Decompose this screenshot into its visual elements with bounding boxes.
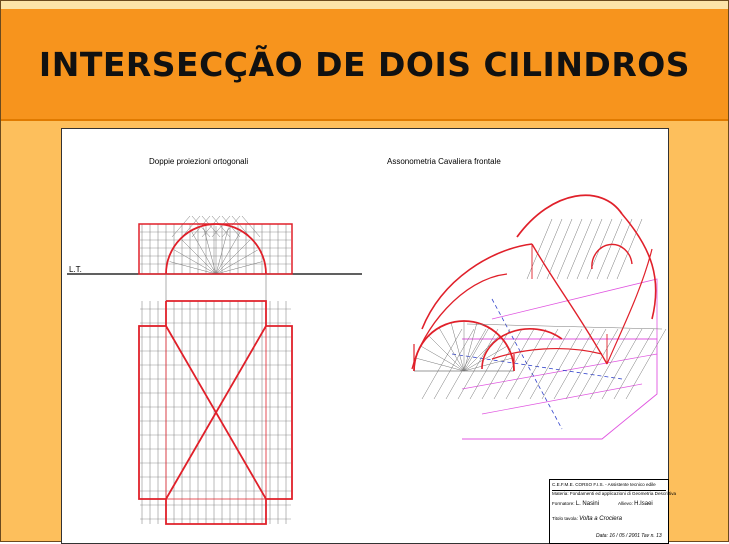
- arch-radial-line: [174, 249, 217, 275]
- title-block-line2: Materia: Fondamenti ed applicazioni di G…: [552, 490, 677, 496]
- axon-groin-edge: [606, 248, 653, 365]
- axon-hatch-line: [421, 328, 463, 400]
- axon-arch-radial: [463, 357, 513, 372]
- arch-radial-line: [181, 239, 217, 275]
- axon-arch-radial: [463, 322, 478, 372]
- left-caption: Doppie proiezioni ortogonali: [149, 157, 249, 166]
- axon-arch-radial: [415, 357, 465, 372]
- axon-groin-edge: [491, 347, 603, 360]
- axon-hatch-line: [505, 328, 547, 400]
- allievo-label: Allievo:: [618, 501, 633, 506]
- axon-small-arch: [591, 243, 633, 270]
- arch-hatch-line: [241, 215, 261, 238]
- axon-hatch-line: [541, 328, 583, 400]
- cavalier-axonometry: [411, 194, 667, 440]
- arch-hatch-line: [181, 215, 201, 238]
- axon-arch-radial: [463, 327, 490, 372]
- axon-hatch-line: [526, 218, 553, 280]
- axon-hatch-line: [457, 328, 499, 400]
- allievo-value: H.Isaei: [634, 501, 653, 507]
- axon-vault-edge: [411, 273, 508, 370]
- arch-radial-line: [215, 239, 251, 275]
- axon-hatch-line: [536, 218, 563, 280]
- arch-hatch-line: [201, 215, 221, 238]
- axon-box-line: [481, 383, 643, 415]
- titolo-label: Titolo tavola:: [552, 516, 578, 521]
- axon-hatch-line: [433, 328, 475, 400]
- axon-hatch-line: [596, 218, 623, 280]
- axon-hatch-line: [553, 328, 595, 400]
- axon-hatch-line: [589, 328, 631, 400]
- axon-groin-edge: [531, 243, 608, 365]
- title-band: INTERSECÇÃO DE DOIS CILINDROS: [1, 1, 728, 121]
- axon-hatch-line: [625, 328, 667, 400]
- arch-radial-line: [191, 232, 217, 275]
- arch-hatch-line: [171, 215, 191, 238]
- axon-hatch-line: [576, 218, 603, 280]
- arch-hatch-line: [211, 215, 231, 238]
- drawing-canvas: [67, 194, 667, 525]
- orthogonal-projections: [67, 215, 362, 525]
- elevation-arch: [165, 223, 267, 275]
- axon-hatch-line: [556, 218, 583, 280]
- arch-radial-line: [203, 227, 217, 275]
- slide-title: INTERSECÇÃO DE DOIS CILINDROS: [38, 45, 691, 84]
- axon-axis-dashed: [491, 298, 563, 430]
- axon-hatch-line: [529, 328, 571, 400]
- axon-arch-radial: [438, 327, 465, 372]
- axon-back-arch: [516, 194, 623, 238]
- axon-axis-dashed: [451, 353, 623, 380]
- title-block-line1: C.E.F.M.E. CORSO F.I.S. - Assistente tec…: [552, 482, 656, 487]
- axon-hatch-line: [601, 328, 643, 400]
- axon-vault-edge: [421, 243, 533, 330]
- axon-arch-radial: [420, 345, 465, 372]
- axon-box-line: [461, 353, 658, 390]
- axon-hatch-line: [577, 328, 619, 400]
- axon-arch-radial: [463, 345, 508, 372]
- title-block-date: Data: 16 / 05 / 2001 Tav n. 13: [596, 533, 662, 539]
- arch-radial-line: [169, 261, 217, 275]
- formatore-label: Formatore:: [552, 501, 575, 506]
- plan-groin-diagonal: [165, 325, 267, 500]
- axon-arch-radial: [428, 335, 465, 372]
- axon-arch-radial: [450, 322, 465, 372]
- titolo-value: Volta a Crociera: [579, 516, 622, 522]
- axon-hatch-line: [481, 328, 523, 400]
- arch-radial-line: [215, 227, 229, 275]
- ground-line-label: L.T.: [69, 265, 82, 274]
- axon-hatch-line: [565, 328, 607, 400]
- elevation-pier-line: [165, 274, 267, 301]
- arch-radial-line: [215, 232, 241, 275]
- arch-radial-line: [215, 261, 263, 275]
- axon-arch-radial: [463, 335, 500, 372]
- axon-box-outline: [491, 278, 658, 339]
- axon-base-line: [466, 323, 663, 330]
- axon-hatch-line: [606, 218, 633, 280]
- axon-hatch-line: [566, 218, 593, 280]
- axon-hatch-line: [517, 328, 559, 400]
- title-block: C.E.F.M.E. CORSO F.I.S. - Assistente tec…: [549, 479, 677, 544]
- axon-hatch-line: [616, 218, 643, 280]
- axon-hatch-line: [613, 328, 655, 400]
- technical-drawing: Doppie proiezioni ortogonali Assonometri…: [61, 128, 677, 544]
- formatore-value: L. Nasini: [575, 501, 600, 507]
- arch-hatch-line: [231, 215, 251, 238]
- right-caption: Assonometria Cavaliera frontale: [387, 157, 501, 166]
- axon-arch: [481, 328, 563, 370]
- axon-hatch-line: [546, 218, 573, 280]
- arch-radial-line: [215, 249, 258, 275]
- axon-vault-edge: [621, 213, 657, 320]
